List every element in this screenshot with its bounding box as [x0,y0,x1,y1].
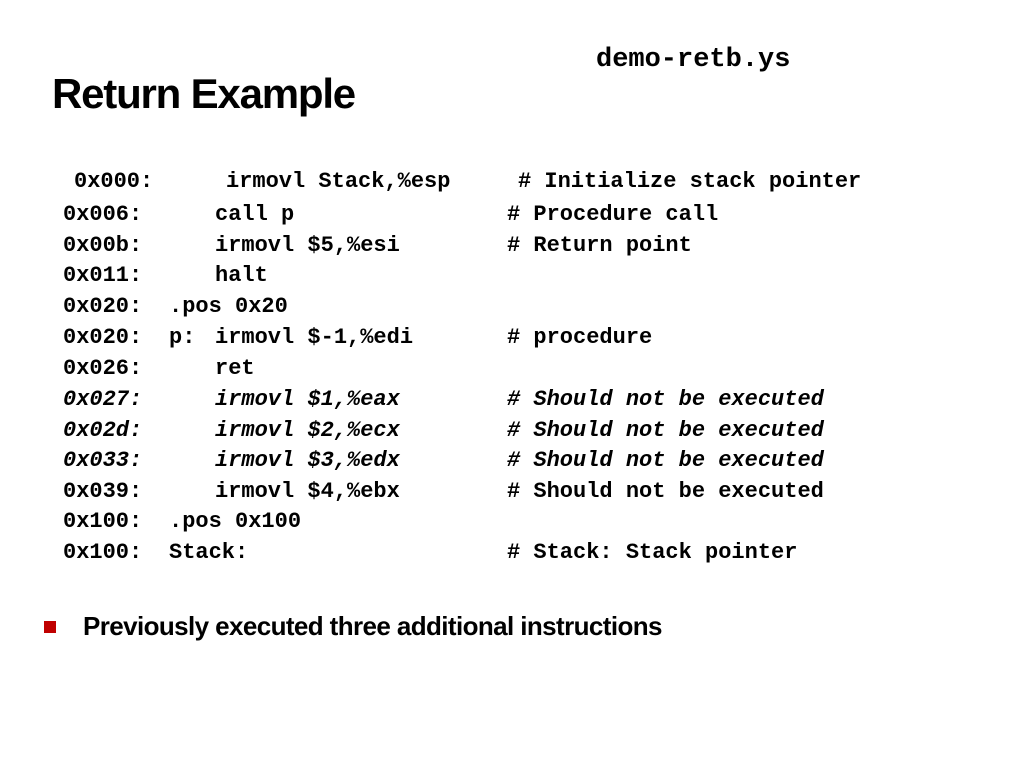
code-address: 0x039: [63,479,143,504]
code-comment: # Should not be executed [507,387,824,412]
code-directive: .pos 0x100 [169,509,302,534]
code-comment: # Initialize stack pointer [518,169,862,194]
code-comment: # Stack: Stack pointer [507,540,798,565]
code-line: 0x039: irmovl $4,%ebx # Should not be ex… [63,477,824,507]
code-comment: # Should not be executed [507,479,824,504]
code-line: 0x100: .pos 0x100 [63,507,301,537]
code-instruction: irmovl $-1,%edi [215,325,414,350]
code-line: 0x006: call p # Procedure call [63,200,718,230]
code-address: 0x02d: [63,418,143,443]
code-address: 0x100: [63,509,143,534]
code-instruction: irmovl Stack,%esp [226,169,451,194]
bullet-text: Previously executed three additional ins… [83,611,662,641]
code-line: 0x020: p: irmovl $-1,%edi # procedure [63,323,652,353]
code-line: 0x020: .pos 0x20 [63,292,288,322]
code-address: 0x000: [74,169,154,194]
code-instruction: halt [215,263,268,288]
square-bullet-icon [44,621,56,633]
code-address: 0x020: [63,325,143,350]
code-line: 0x033: irmovl $3,%edx # Should not be ex… [63,446,824,476]
code-address: 0x020: [63,294,143,319]
code-line: 0x02d: irmovl $2,%ecx # Should not be ex… [63,416,824,446]
code-instruction: ret [215,356,255,381]
slide-title: Return Example [52,70,356,117]
code-line: 0x026: ret [63,354,255,384]
code-line: 0x027: irmovl $1,%eax # Should not be ex… [63,385,824,415]
code-comment: # procedure [507,325,653,350]
code-label: p: [169,325,196,350]
code-comment: # Should not be executed [507,418,824,443]
code-instruction: irmovl $5,%esi [215,233,400,258]
filename-label: demo-retb.ys [596,45,791,75]
code-comment: # Procedure call [507,202,719,227]
code-instruction: irmovl $2,%ecx [215,418,400,443]
code-address: 0x100: [63,540,143,565]
code-line: 0x000: irmovl Stack,%esp # Initialize st… [74,167,861,197]
code-instruction: irmovl $1,%eax [215,387,400,412]
code-comment: # Return point [507,233,692,258]
code-address: 0x00b: [63,233,143,258]
code-line: 0x100: Stack: # Stack: Stack pointer [63,538,797,568]
code-instruction: irmovl $4,%ebx [215,479,400,504]
code-address: 0x011: [63,263,143,288]
code-address: 0x026: [63,356,143,381]
code-instruction: irmovl $3,%edx [215,448,400,473]
code-address: 0x033: [63,448,143,473]
code-comment: # Should not be executed [507,448,824,473]
code-line: 0x00b: irmovl $5,%esi # Return point [63,231,692,261]
code-listing: 0x000: irmovl Stack,%esp # Initialize st… [63,167,861,568]
code-address: 0x006: [63,202,143,227]
code-instruction: call p [215,202,295,227]
code-label: Stack: [169,540,249,565]
code-line: 0x011: halt [63,261,268,291]
code-address: 0x027: [63,387,143,412]
code-directive: .pos 0x20 [169,294,288,319]
